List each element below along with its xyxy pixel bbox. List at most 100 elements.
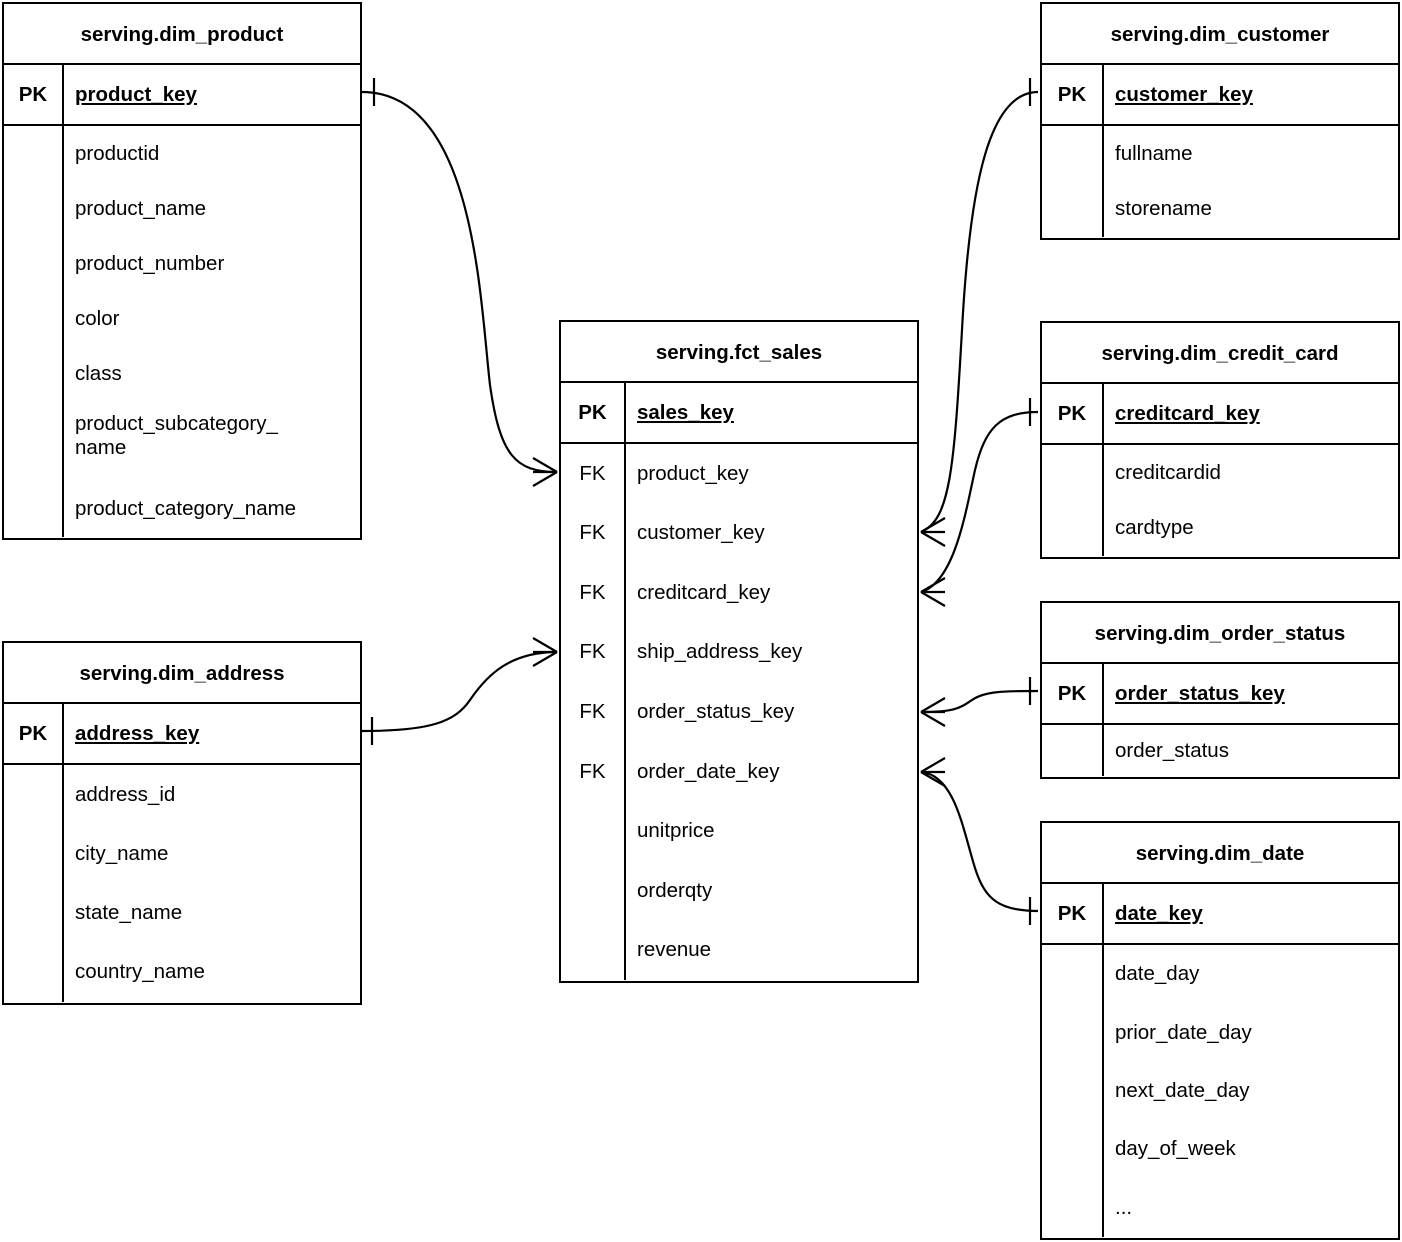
pk-field-dim-date: date_key bbox=[1115, 901, 1203, 925]
fields-dim-customer: fullname storename bbox=[1042, 126, 1398, 237]
entity-title-dim-order-status: serving.dim_order_status bbox=[1042, 603, 1398, 664]
crowsfoot-rel-creditcard bbox=[920, 577, 946, 607]
gutter-cell bbox=[4, 402, 62, 481]
fk-tag: FK bbox=[579, 521, 606, 545]
crowsfoot-rel-customer bbox=[920, 517, 946, 547]
fk-tag: FK bbox=[579, 640, 606, 664]
gutter-cell bbox=[4, 943, 62, 1002]
field-row: order_status bbox=[1115, 738, 1229, 762]
pk-field-dim-customer: customer_key bbox=[1115, 82, 1253, 106]
relationship-rel-customer bbox=[920, 78, 1039, 547]
field-row: creditcard_key bbox=[637, 580, 771, 604]
entity-dim-credit-card[interactable]: serving.dim_credit_card PK creditcard_ke… bbox=[1040, 321, 1400, 559]
field-gutter-dim-customer bbox=[1042, 126, 1104, 237]
field-row: next_date_day bbox=[1115, 1079, 1250, 1103]
field-list-fct-sales: product_key customer_key creditcard_key … bbox=[626, 444, 917, 980]
field-gutter-dim-product bbox=[4, 126, 64, 537]
pk-row-fct-sales: PK sales_key bbox=[561, 383, 917, 444]
entity-title-dim-customer: serving.dim_customer bbox=[1042, 4, 1398, 65]
gutter-cell bbox=[4, 824, 62, 883]
crowsfoot-rel-address bbox=[532, 637, 558, 667]
pk-tag-fct-sales: PK bbox=[561, 383, 626, 442]
gutter-cell bbox=[1042, 182, 1102, 238]
pk-tag-dim-order-status: PK bbox=[1042, 664, 1104, 723]
fk-tag bbox=[561, 921, 624, 981]
field-row: product_number bbox=[75, 251, 225, 275]
fields-dim-address: address_id city_name state_name country_… bbox=[4, 765, 360, 1002]
pk-tag-dim-product: PK bbox=[4, 65, 64, 124]
field-row: revenue bbox=[637, 938, 712, 962]
relationship-rel-order-status bbox=[920, 677, 1039, 727]
fields-fct-sales: FK FK FK FK FK FK product_key customer_k… bbox=[561, 444, 917, 980]
fk-tag bbox=[561, 801, 624, 861]
pk-field-dim-credit-card: creditcard_key bbox=[1115, 401, 1260, 425]
fk-tag bbox=[561, 861, 624, 921]
pk-row-dim-order-status: PK order_status_key bbox=[1042, 664, 1398, 725]
entity-dim-order-status[interactable]: serving.dim_order_status PK order_status… bbox=[1040, 601, 1400, 779]
gutter-cell bbox=[1042, 725, 1102, 776]
field-gutter-dim-address bbox=[4, 765, 64, 1002]
fk-tag: FK bbox=[579, 700, 606, 724]
field-row: fullname bbox=[1115, 141, 1193, 165]
field-gutter-dim-credit-card bbox=[1042, 445, 1104, 556]
entity-title-dim-address: serving.dim_address bbox=[4, 643, 360, 704]
pk-row-dim-date: PK date_key bbox=[1042, 884, 1398, 945]
field-row: city_name bbox=[75, 841, 169, 865]
field-row: prior_date_day bbox=[1115, 1020, 1252, 1044]
relationship-rel-product bbox=[361, 78, 558, 487]
gutter-cell bbox=[1042, 945, 1102, 1003]
field-list-dim-customer: fullname storename bbox=[1104, 126, 1398, 237]
field-row: address_id bbox=[75, 782, 176, 806]
fk-tag: FK bbox=[579, 759, 606, 783]
entity-dim-date[interactable]: serving.dim_date PK date_key date_day pr… bbox=[1040, 821, 1400, 1240]
gutter-cell bbox=[4, 237, 62, 292]
relationship-rel-creditcard bbox=[920, 398, 1039, 607]
pk-field-fct-sales: sales_key bbox=[637, 400, 734, 424]
pk-row-dim-product: PK product_key bbox=[4, 65, 360, 126]
relationship-rel-date bbox=[920, 757, 1039, 925]
field-gutter-dim-date bbox=[1042, 945, 1104, 1237]
field-row: cardtype bbox=[1115, 516, 1194, 540]
entity-fct-sales[interactable]: serving.fct_sales PK sales_key FK FK FK … bbox=[559, 320, 919, 983]
field-row: order_status_key bbox=[637, 700, 795, 724]
entity-dim-customer[interactable]: serving.dim_customer PK customer_key ful… bbox=[1040, 2, 1400, 240]
gutter-cell bbox=[1042, 501, 1102, 557]
entity-dim-address[interactable]: serving.dim_address PK address_key addre… bbox=[2, 641, 362, 1005]
entity-dim-product[interactable]: serving.dim_product PK product_key produ… bbox=[2, 2, 362, 540]
gutter-cell bbox=[1042, 1120, 1102, 1178]
pk-field-dim-product: product_key bbox=[75, 82, 197, 106]
field-list-dim-address: address_id city_name state_name country_… bbox=[64, 765, 360, 1002]
field-row: creditcardid bbox=[1115, 460, 1221, 484]
field-row: orderqty bbox=[637, 878, 713, 902]
fk-tag: FK bbox=[579, 461, 606, 485]
field-row: color bbox=[75, 307, 120, 331]
field-row: class bbox=[75, 362, 122, 386]
gutter-cell bbox=[4, 765, 62, 824]
gutter-cell bbox=[4, 482, 62, 537]
gutter-cell bbox=[4, 347, 62, 402]
field-row: unitprice bbox=[637, 819, 715, 843]
field-list-dim-credit-card: creditcardid cardtype bbox=[1104, 445, 1398, 556]
fields-dim-credit-card: creditcardid cardtype bbox=[1042, 445, 1398, 556]
entity-title-dim-date: serving.dim_date bbox=[1042, 823, 1398, 884]
field-list-dim-date: date_day prior_date_day next_date_day da… bbox=[1104, 945, 1398, 1237]
gutter-cell bbox=[4, 181, 62, 236]
field-row: ... bbox=[1115, 1195, 1133, 1219]
pk-tag-dim-customer: PK bbox=[1042, 65, 1104, 124]
pk-tag-dim-address: PK bbox=[4, 704, 64, 763]
fields-dim-product: productid product_name product_number co… bbox=[4, 126, 360, 537]
field-row: product_key bbox=[637, 461, 749, 485]
gutter-cell bbox=[1042, 1179, 1102, 1237]
entity-title-dim-credit-card: serving.dim_credit_card bbox=[1042, 323, 1398, 384]
field-row: ship_address_key bbox=[637, 640, 803, 664]
gutter-cell bbox=[1042, 1003, 1102, 1061]
pk-row-dim-address: PK address_key bbox=[4, 704, 360, 765]
field-row: date_day bbox=[1115, 962, 1200, 986]
gutter-cell bbox=[4, 126, 62, 181]
gutter-cell bbox=[1042, 1062, 1102, 1120]
entity-title-fct-sales: serving.fct_sales bbox=[561, 322, 917, 383]
relationship-rel-address bbox=[361, 637, 558, 745]
field-row: state_name bbox=[75, 901, 183, 925]
crowsfoot-rel-date bbox=[920, 757, 946, 787]
